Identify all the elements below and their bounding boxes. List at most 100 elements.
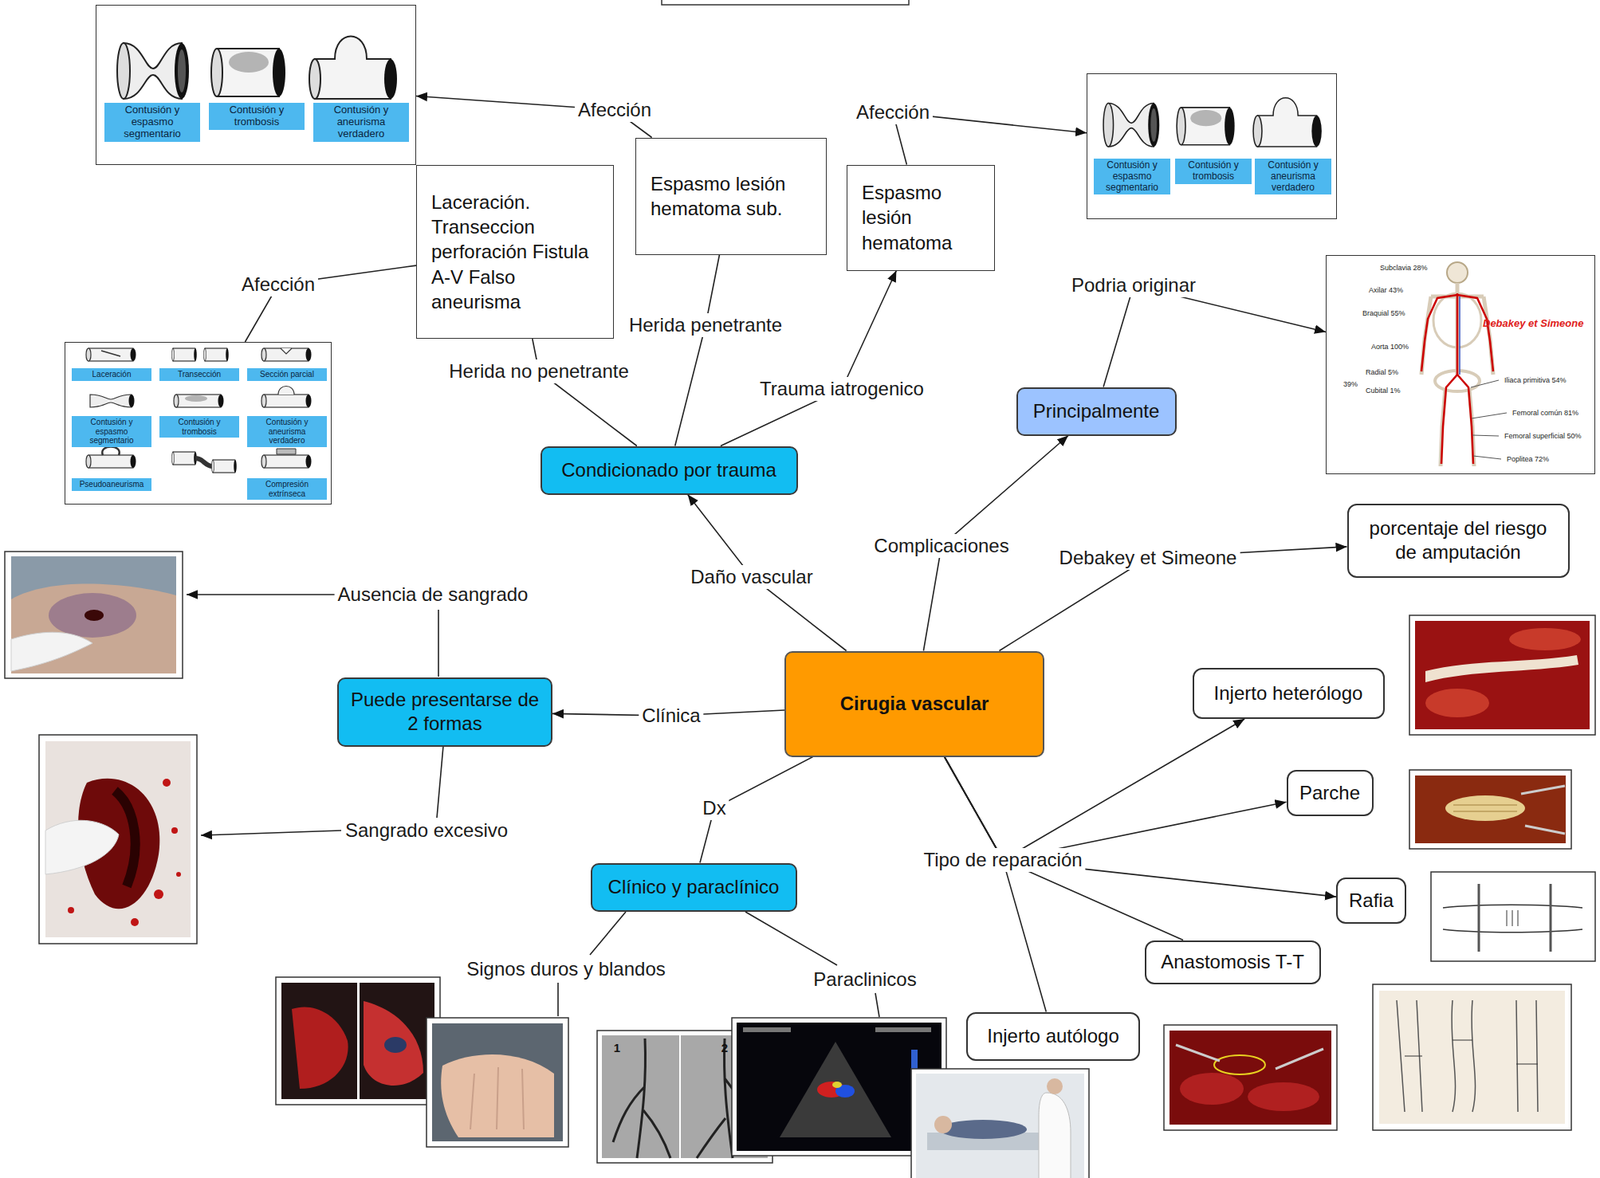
link-label: Signos duros y blandos xyxy=(463,957,669,982)
hand-photo xyxy=(357,982,360,1100)
link-label: Ausencia de sangrado xyxy=(334,582,532,607)
node-text: Laceración. Transeccion perforación Fist… xyxy=(431,189,599,315)
vessel-figure xyxy=(117,36,398,100)
image-caption: Aorta 100% xyxy=(1370,342,1410,351)
image-caption: Radial 5% xyxy=(1364,368,1400,377)
connector xyxy=(944,757,1337,898)
angiography-image xyxy=(613,1038,671,1159)
leader-line xyxy=(186,594,880,1018)
link-label: Complicaciones xyxy=(870,534,1012,559)
image-caption: Debakey et Simeone xyxy=(1482,318,1584,331)
hand-photo xyxy=(363,1001,424,1086)
vessel-figure xyxy=(1086,73,1337,220)
autologous-graft-photo xyxy=(1163,1025,1337,1131)
panel-number: 1 xyxy=(613,1041,621,1057)
anastomosis-drawing xyxy=(1379,990,1565,1125)
ultrasound-image xyxy=(779,1041,892,1138)
repair-box: Rafia xyxy=(1336,877,1407,924)
link-label: Debakey et Simeone xyxy=(1056,546,1241,571)
connector xyxy=(699,757,814,864)
image-caption: Laceración xyxy=(71,368,152,382)
text-box: porcentaje del riesgo de amputación xyxy=(1347,503,1570,578)
link-label: Sangrado excesivo xyxy=(342,818,512,843)
hand-photo xyxy=(275,977,441,1105)
skeleton-figure xyxy=(1470,380,1499,388)
repair-box: Parche xyxy=(1286,770,1374,817)
skeleton-figure xyxy=(1457,374,1474,464)
vessel-grid-figure xyxy=(86,348,137,362)
graft-photo xyxy=(1425,688,1490,718)
connector xyxy=(687,495,847,652)
image-caption: Femoral común 81% xyxy=(1511,408,1580,417)
vessel-grid-figure xyxy=(204,348,229,362)
vessel-grid-figure xyxy=(86,455,137,468)
node-text: Puede presentarse de 2 formas xyxy=(349,687,540,736)
image-caption: Femoral superficial 50% xyxy=(1503,432,1583,441)
image-caption: Contusión y trombosis xyxy=(1175,158,1252,185)
vessel-figure xyxy=(1086,73,1337,220)
image-caption: Contusión y espasmo segmentario xyxy=(1093,158,1171,195)
vessel-grid-figure xyxy=(184,395,208,402)
central-topic: Cirugia vascular xyxy=(784,651,1045,758)
hand-photo xyxy=(426,1018,569,1148)
bleeding-photo xyxy=(176,872,181,877)
bleeding-photo xyxy=(67,907,75,914)
repair-box: Anastomosis T-T xyxy=(1144,940,1321,985)
link-label: Daño vascular xyxy=(687,565,816,590)
leader-line xyxy=(200,830,342,836)
link-label: Herida no penetrante xyxy=(445,359,633,384)
vessel-grid-figure xyxy=(195,458,213,467)
skeleton-figure xyxy=(1458,296,1461,375)
node-text: Cirugia vascular xyxy=(797,691,1032,716)
bleeding-photo xyxy=(45,741,191,938)
skeleton-figure xyxy=(1325,255,1596,475)
text-box: Espasmo lesión hematoma xyxy=(846,165,995,272)
graft-photo xyxy=(1509,628,1581,651)
image-caption: Sección parcial xyxy=(247,368,327,382)
node-text: Injerto heterólogo xyxy=(1205,681,1372,706)
wound-photo xyxy=(11,556,177,674)
graft-photo xyxy=(1425,655,1579,683)
patient-photo xyxy=(1046,1078,1063,1095)
link-label: Afección xyxy=(853,100,933,125)
graft-photo xyxy=(1409,615,1596,736)
image-panel: LaceraciónTransecciónSección parcialCont… xyxy=(64,342,332,505)
vessel-grid-figure xyxy=(172,348,197,362)
image-caption: Braquial 55% xyxy=(1361,309,1407,318)
image-caption: 39% xyxy=(1342,380,1359,389)
link-label: Paraclinicos xyxy=(809,967,920,992)
leader-line xyxy=(437,609,440,677)
link-label: Clínica xyxy=(638,703,704,728)
bleeding-photo xyxy=(153,889,164,900)
ultrasound-image xyxy=(832,1081,842,1089)
vessel-grid-figure xyxy=(212,459,237,473)
leader-line xyxy=(436,746,444,818)
node-text: Espasmo lesión hematoma xyxy=(861,180,980,256)
hand-photo xyxy=(384,1037,407,1054)
node-text: Principalmente xyxy=(1029,399,1164,424)
image-caption: Iliaca primitiva 54% xyxy=(1503,376,1568,385)
anastomosis-drawing xyxy=(1372,984,1572,1131)
patient-photo xyxy=(911,1069,1089,1178)
image-caption: Poplitea 72% xyxy=(1505,455,1550,464)
concept-box: Principalmente xyxy=(1016,387,1177,437)
patch-photo xyxy=(1409,770,1572,850)
skeleton-figure xyxy=(1446,262,1468,284)
skeleton-figure xyxy=(1325,255,1596,475)
connector xyxy=(1103,285,1326,388)
bleeding-photo xyxy=(162,778,171,787)
cut-box xyxy=(661,0,909,5)
wound-photo xyxy=(84,609,104,622)
wound-photo xyxy=(11,584,177,674)
angiography-image xyxy=(679,1035,681,1159)
skeleton-figure xyxy=(1457,294,1494,372)
vessel-grid-figure xyxy=(261,455,312,468)
hand-photo xyxy=(291,1006,349,1089)
node-text: Espasmo lesión hematoma sub. xyxy=(650,171,812,221)
anastomosis-drawing xyxy=(1396,1000,1538,1113)
patch-photo xyxy=(1409,770,1572,850)
leader-line xyxy=(186,593,336,596)
node-text: Rafia xyxy=(1348,888,1394,913)
vessel-grid-figure xyxy=(261,348,312,362)
